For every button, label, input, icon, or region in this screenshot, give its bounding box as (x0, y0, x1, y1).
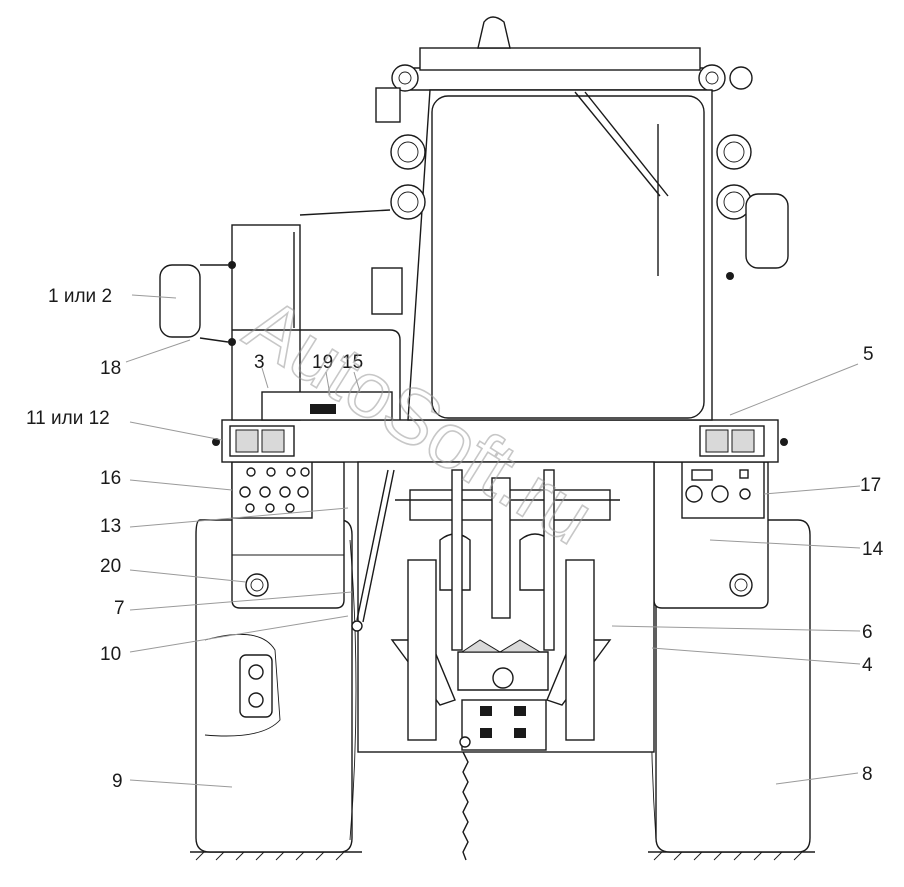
right-mirror (726, 193, 789, 280)
rear-linkage (351, 461, 655, 753)
left-work-lights (375, 87, 426, 220)
cab (391, 16, 753, 421)
left-equipment-box (228, 209, 403, 421)
callout-10: 10 (100, 644, 121, 665)
left-socket-panel (231, 461, 313, 519)
leader-lines (125, 294, 861, 788)
callout-11-or-12: 11 или 12 (26, 408, 110, 429)
callout-6: 6 (862, 622, 873, 643)
ground-hatching (190, 851, 815, 861)
callout-18: 18 (100, 358, 121, 379)
callout-20: 20 (100, 556, 121, 577)
callout-16: 16 (100, 468, 121, 489)
callout-9: 9 (112, 771, 123, 792)
left-mirror (159, 264, 229, 343)
callout-13: 13 (100, 516, 121, 537)
callout-14: 14 (862, 539, 884, 560)
callout-labels: 1 или 2 18 3 19 15 5 11 или 12 16 17 13 … (26, 286, 884, 792)
callout-15: 15 (342, 352, 363, 373)
callout-7: 7 (114, 598, 125, 619)
callout-19: 19 (312, 352, 333, 373)
callout-4: 4 (862, 655, 873, 676)
callout-5: 5 (863, 344, 874, 365)
callout-3: 3 (254, 352, 265, 373)
callout-8: 8 (862, 764, 873, 785)
callout-17: 17 (860, 475, 881, 496)
callout-1-or-2: 1 или 2 (48, 286, 112, 307)
right-socket-panel (681, 461, 765, 519)
right-work-lights (716, 134, 752, 220)
tow-chain (459, 736, 471, 861)
